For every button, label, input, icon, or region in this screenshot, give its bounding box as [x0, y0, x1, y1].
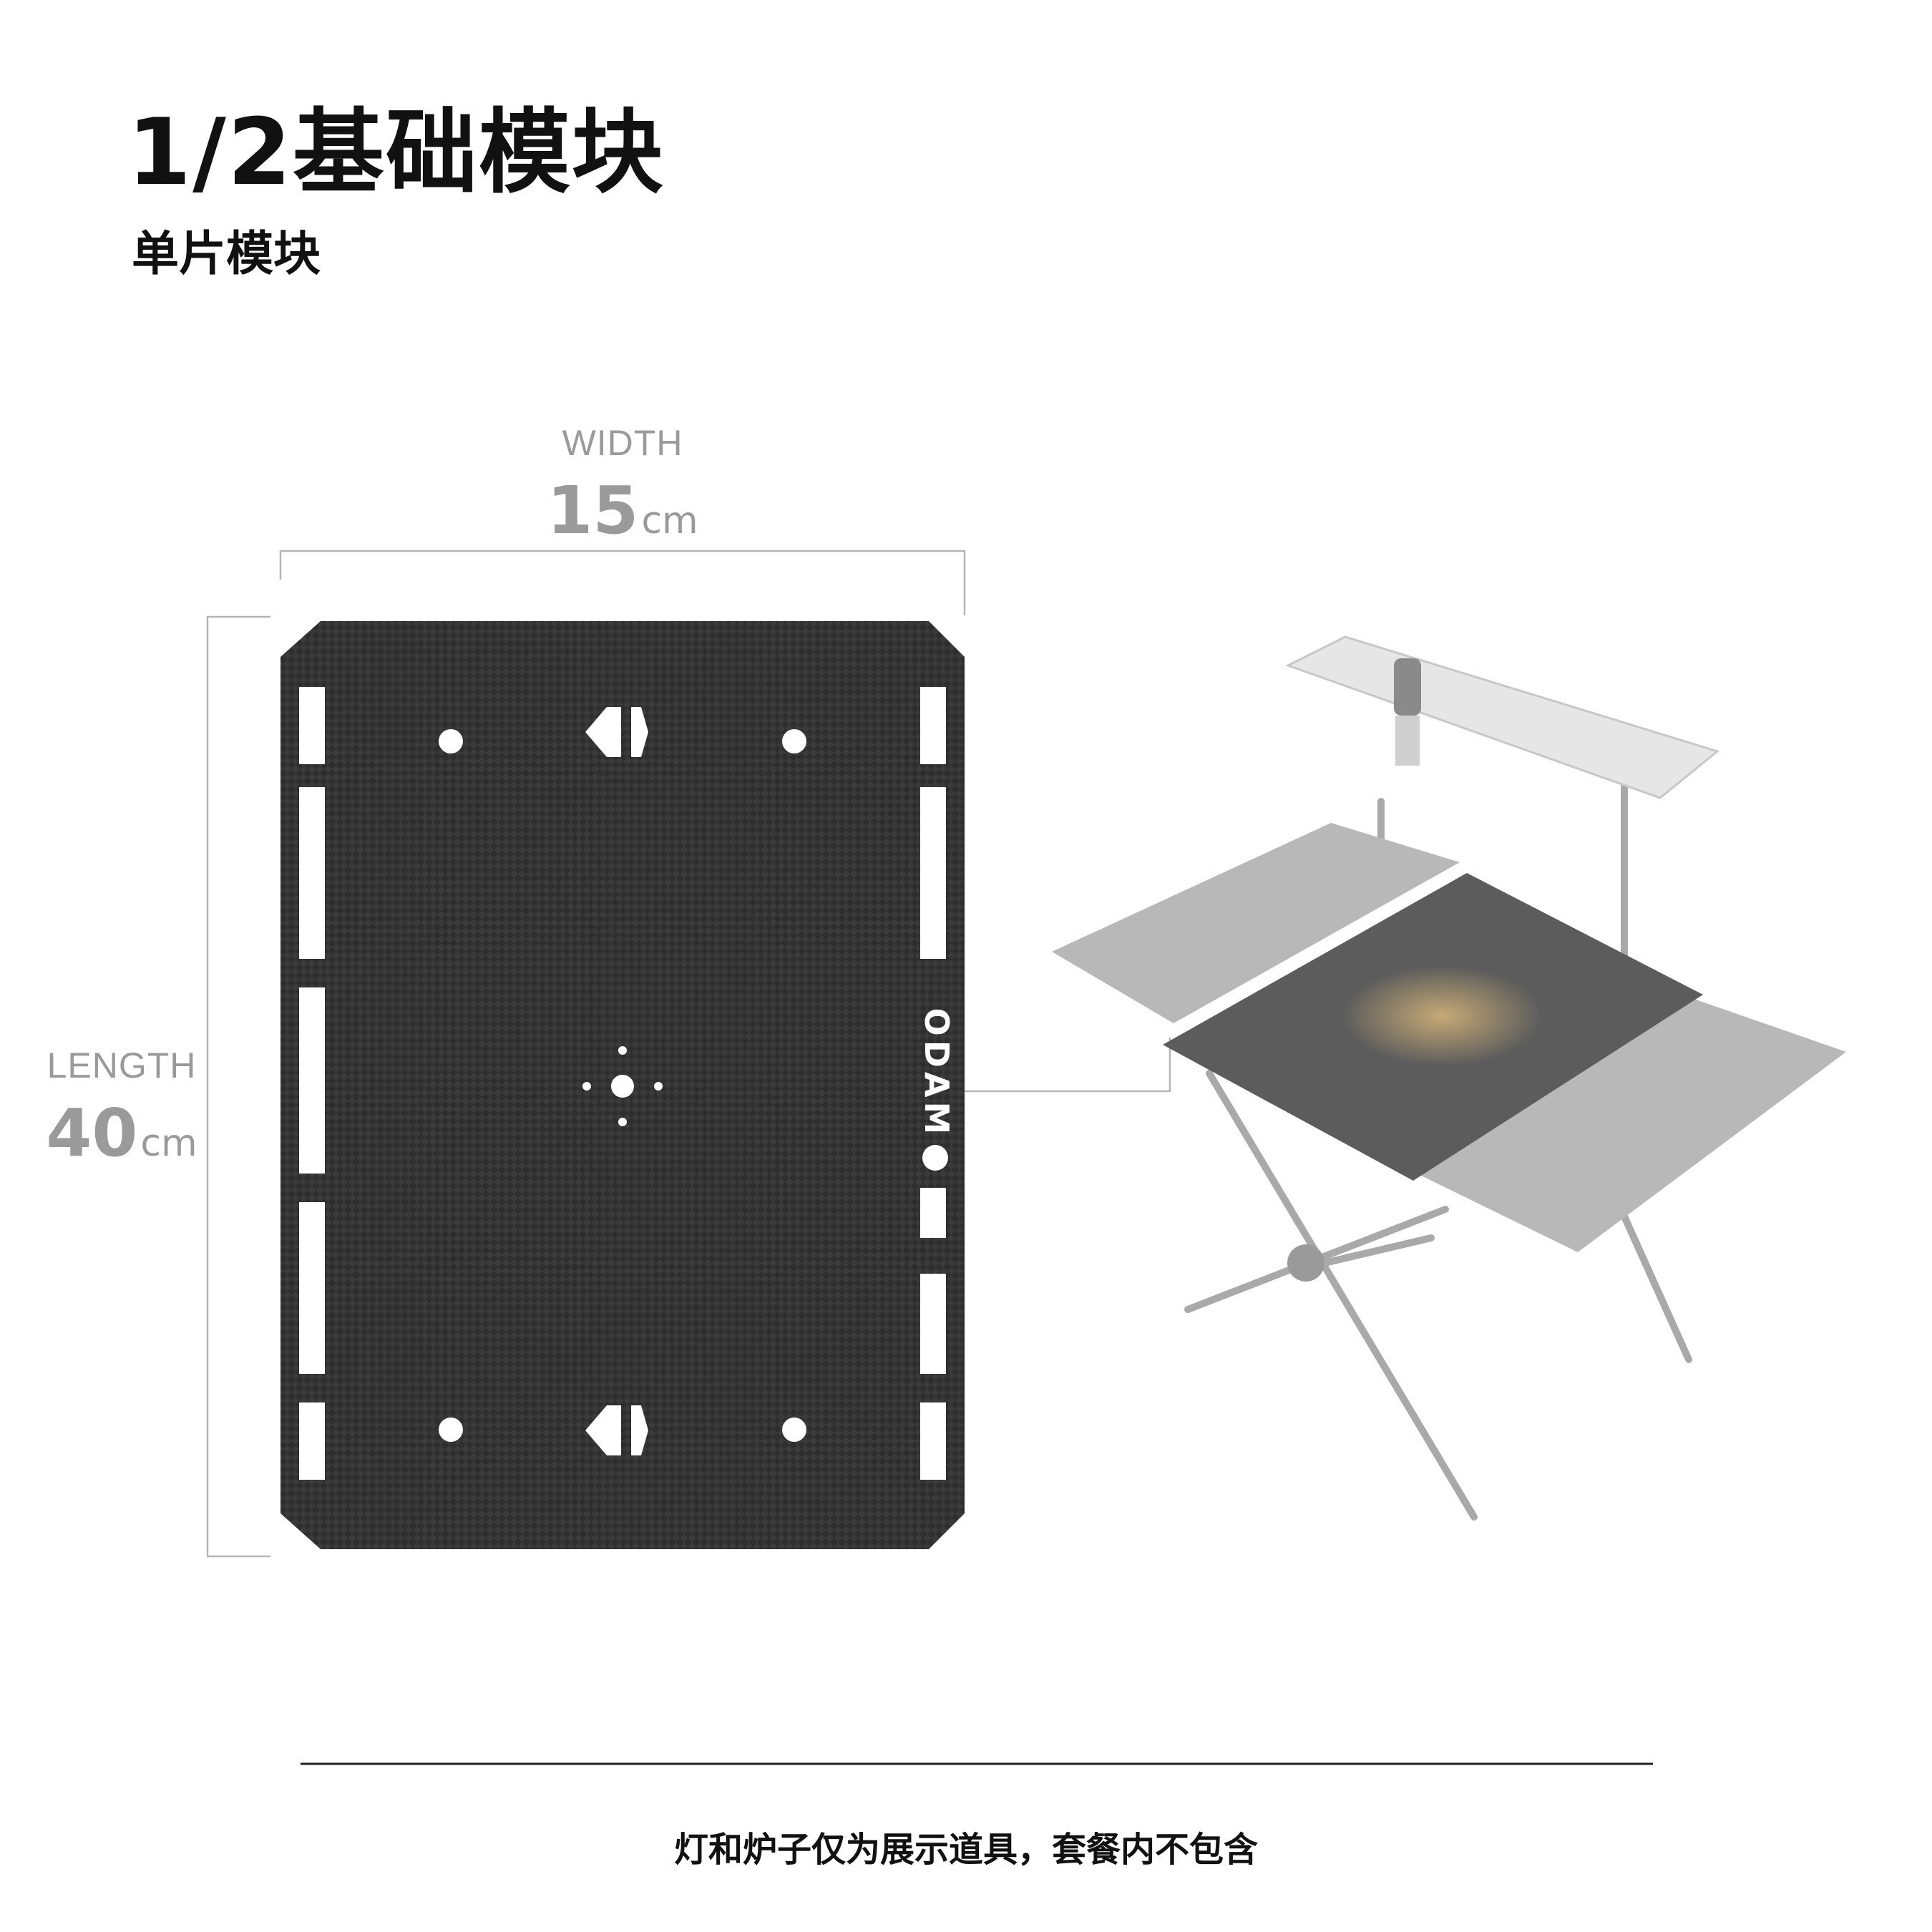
width-unit: cm: [641, 499, 698, 542]
table-illustration: [1052, 635, 1846, 1521]
width-value: 15cm: [501, 472, 744, 549]
page-subtitle: 单片模块: [132, 226, 321, 281]
length-value: 40cm: [29, 1095, 215, 1171]
page-title: 1/2基础模块: [127, 99, 665, 206]
mounting-holes: [439, 729, 806, 1442]
width-label: WIDTH: [562, 423, 683, 463]
right-edge-slots: [920, 687, 946, 1480]
width-dimension-bracket: [279, 550, 966, 615]
left-edge-slots: [299, 687, 325, 1480]
carbon-panel: ODAM: [280, 621, 965, 1549]
center-hole-pattern: [582, 1046, 663, 1126]
brand-logo: ODAM: [917, 1008, 956, 1139]
arrow-slots: [585, 707, 648, 1455]
leader-line: [965, 1038, 1171, 1093]
length-dimension-bracket: [206, 615, 270, 1558]
disclaimer-note: 灯和炉子仅为展示道具，套餐内不包含: [673, 1830, 1258, 1870]
length-label: LENGTH: [47, 1045, 197, 1085]
logo-mark-icon: [922, 1145, 948, 1171]
length-unit: cm: [140, 1122, 197, 1165]
length-number: 40: [46, 1095, 138, 1171]
svg-text:ODAM: ODAM: [917, 1008, 956, 1139]
width-number: 15: [547, 472, 639, 549]
